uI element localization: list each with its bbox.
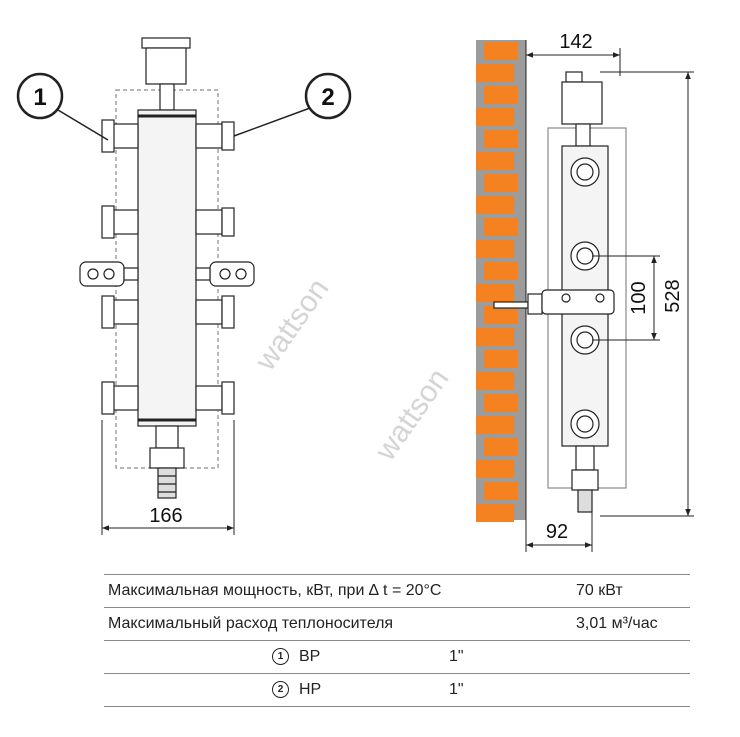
callout-1: 1	[16, 72, 109, 141]
svg-text:166: 166	[149, 505, 182, 527]
side-dimensions: 142 528 100 92	[525, 31, 694, 552]
wall-brick	[476, 328, 514, 346]
svg-text:2: 2	[321, 84, 334, 111]
connection-size: 1"	[449, 648, 464, 665]
wall-brick	[476, 460, 514, 478]
spec-value: 70 кВт	[572, 574, 690, 608]
spec-row-flow: Максимальный расход теплоносителя 3,01 м…	[104, 607, 690, 641]
callout-2: 2	[233, 72, 352, 137]
air-vent-cap	[141, 37, 191, 49]
brick-wall	[476, 40, 527, 552]
wall-brick	[484, 218, 518, 236]
wall-brick	[484, 394, 518, 412]
spec-param: Максимальный расход теплоносителя	[104, 607, 572, 641]
front-view	[79, 37, 255, 499]
svg-text:1: 1	[33, 84, 46, 111]
side-ports	[570, 157, 600, 439]
spec-row-power: Максимальная мощность, кВт, при ∆ t = 20…	[104, 574, 690, 608]
wall-brick	[484, 86, 518, 104]
spec-row-connection-1: 1 ВР 1"	[104, 640, 690, 674]
svg-text:100: 100	[628, 281, 650, 314]
air-vent-body	[145, 47, 187, 85]
wall-brick	[476, 504, 514, 522]
wall-brick	[484, 306, 518, 324]
watermark-side: wattson	[368, 363, 455, 467]
watermark-front: wattson	[248, 273, 335, 377]
wall-brick	[484, 130, 518, 148]
connection-size: 1"	[449, 681, 464, 698]
side-bracket	[493, 289, 615, 315]
connection-number-badge: 2	[272, 681, 289, 699]
wall-brick	[476, 196, 514, 214]
wall-brick	[476, 284, 514, 302]
spec-param: Максимальная мощность, кВт, при ∆ t = 20…	[104, 574, 572, 608]
wall-brick	[476, 372, 514, 390]
wall-brick	[484, 174, 518, 192]
side-view	[493, 71, 627, 513]
spec-value: 3,01 м³/час	[572, 607, 690, 641]
connection-label: НР	[299, 681, 322, 698]
wall-brick	[476, 152, 514, 170]
spec-table: Максимальная мощность, кВт, при ∆ t = 20…	[104, 574, 690, 707]
svg-text:528: 528	[662, 279, 684, 312]
side-air-vent	[561, 81, 603, 125]
drain-valve	[155, 425, 179, 449]
wall-brick	[484, 482, 518, 500]
hydraulic-separator-drawing: 1 2 166	[16, 31, 694, 552]
spec-row-connection-2: 2 НР 1"	[104, 673, 690, 707]
wall-brick	[476, 240, 514, 258]
connection-number-badge: 1	[272, 648, 289, 666]
connection-label: ВР	[299, 648, 321, 665]
wall-brick	[484, 350, 518, 368]
front-brackets	[79, 261, 255, 287]
wall-brick	[484, 42, 518, 60]
wall-brick	[476, 108, 514, 126]
wall-brick	[476, 64, 514, 82]
svg-text:92: 92	[546, 521, 568, 543]
wall-brick	[484, 262, 518, 280]
front-left-nozzles	[101, 119, 139, 415]
svg-text:142: 142	[559, 31, 592, 53]
separator-body	[137, 109, 197, 427]
wall-brick	[484, 438, 518, 456]
dim-front-width: 166	[101, 420, 235, 535]
side-drain	[571, 469, 599, 491]
wall-brick	[476, 416, 514, 434]
